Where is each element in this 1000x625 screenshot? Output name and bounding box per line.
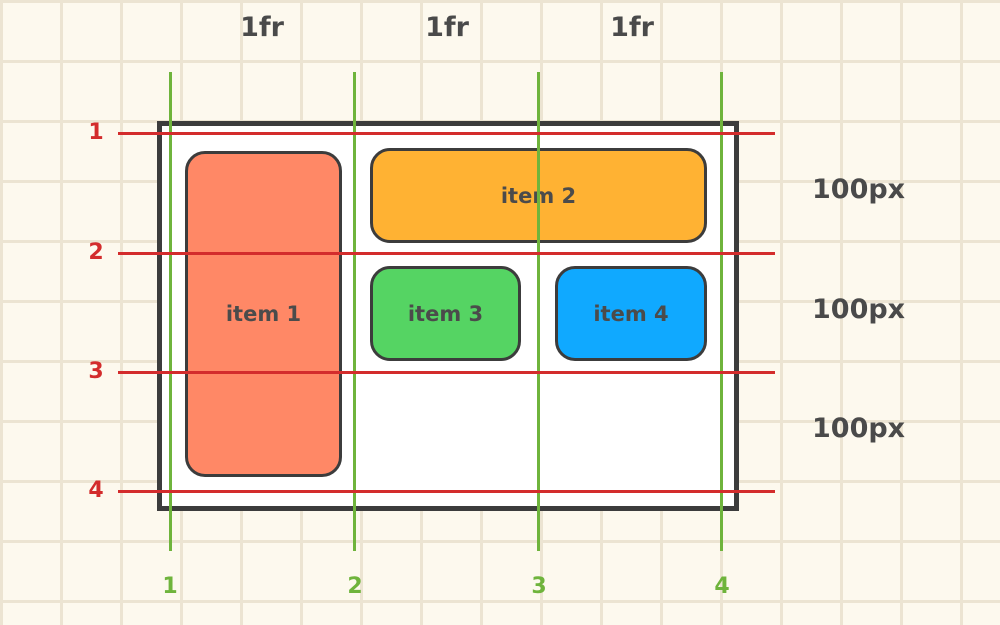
- column-line-number-2: 2: [347, 574, 363, 599]
- column-size-label-3: 1fr: [610, 12, 654, 43]
- grid-item-4: item 4: [555, 266, 707, 361]
- column-size-label-2: 1fr: [425, 12, 469, 43]
- column-line-number-3: 3: [531, 574, 547, 599]
- row-size-label-2: 100px: [812, 294, 906, 325]
- row-size-label-1: 100px: [812, 174, 906, 205]
- grid-item-1-label: item 1: [225, 302, 302, 326]
- row-line-number-4: 4: [88, 478, 104, 503]
- row-line-number-3: 3: [88, 359, 104, 384]
- row-line-number-1: 1: [88, 120, 104, 145]
- column-line-number-4: 4: [714, 574, 730, 599]
- row-line-4: [118, 490, 775, 493]
- row-line-2: [118, 252, 775, 255]
- grid-item-1: item 1: [185, 151, 342, 477]
- column-line-number-1: 1: [162, 574, 178, 599]
- grid-item-3-label: item 3: [407, 301, 484, 326]
- row-line-3: [118, 371, 775, 374]
- column-size-label-1: 1fr: [240, 12, 284, 43]
- grid-item-3: item 3: [370, 266, 521, 361]
- column-line-4: [720, 72, 723, 551]
- column-line-2: [353, 72, 356, 551]
- column-line-3: [537, 72, 540, 551]
- grid-item-4-label: item 4: [593, 301, 669, 326]
- row-size-label-3: 100px: [812, 413, 906, 444]
- row-line-1: [118, 132, 775, 135]
- row-line-number-2: 2: [88, 240, 104, 265]
- column-line-1: [169, 72, 172, 551]
